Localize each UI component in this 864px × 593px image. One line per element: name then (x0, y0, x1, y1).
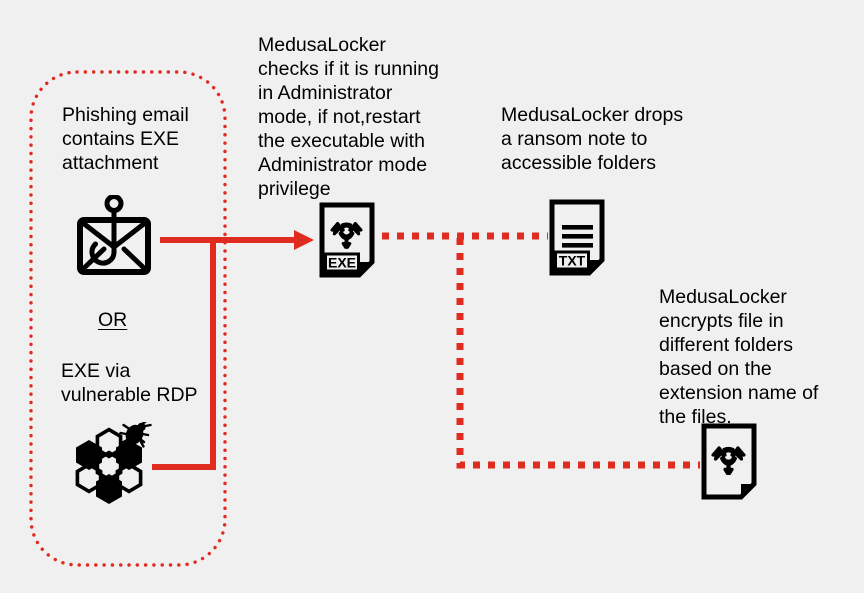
biohazard-file-icon (701, 423, 763, 501)
label-ransom-note: MedusaLocker drops a ransom note to acce… (501, 104, 684, 174)
txt-badge-label: TXT (559, 253, 586, 269)
honeycomb-bug-icon (72, 422, 164, 504)
label-exe-via-rdp: EXE via vulnerable RDP (61, 360, 198, 406)
label-phishing-email: Phishing email contains EXE attachment (62, 104, 189, 174)
bug-glyph (119, 422, 152, 448)
biohazard-glyph (711, 446, 746, 476)
label-or: OR (98, 309, 128, 331)
txt-document-icon: TXT (549, 199, 611, 277)
label-encrypt-files: MedusaLocker encrypts file in different … (659, 286, 819, 428)
exe-badge-label: EXE (328, 255, 356, 271)
label-admin-check: MedusaLocker checks if it is running in … (258, 34, 439, 200)
biohazard-glyph (330, 221, 363, 249)
envelope-hook-icon (75, 195, 155, 281)
exe-biohazard-file-icon: EXE (319, 202, 381, 278)
arrowhead-entry-to-exe (294, 230, 314, 250)
